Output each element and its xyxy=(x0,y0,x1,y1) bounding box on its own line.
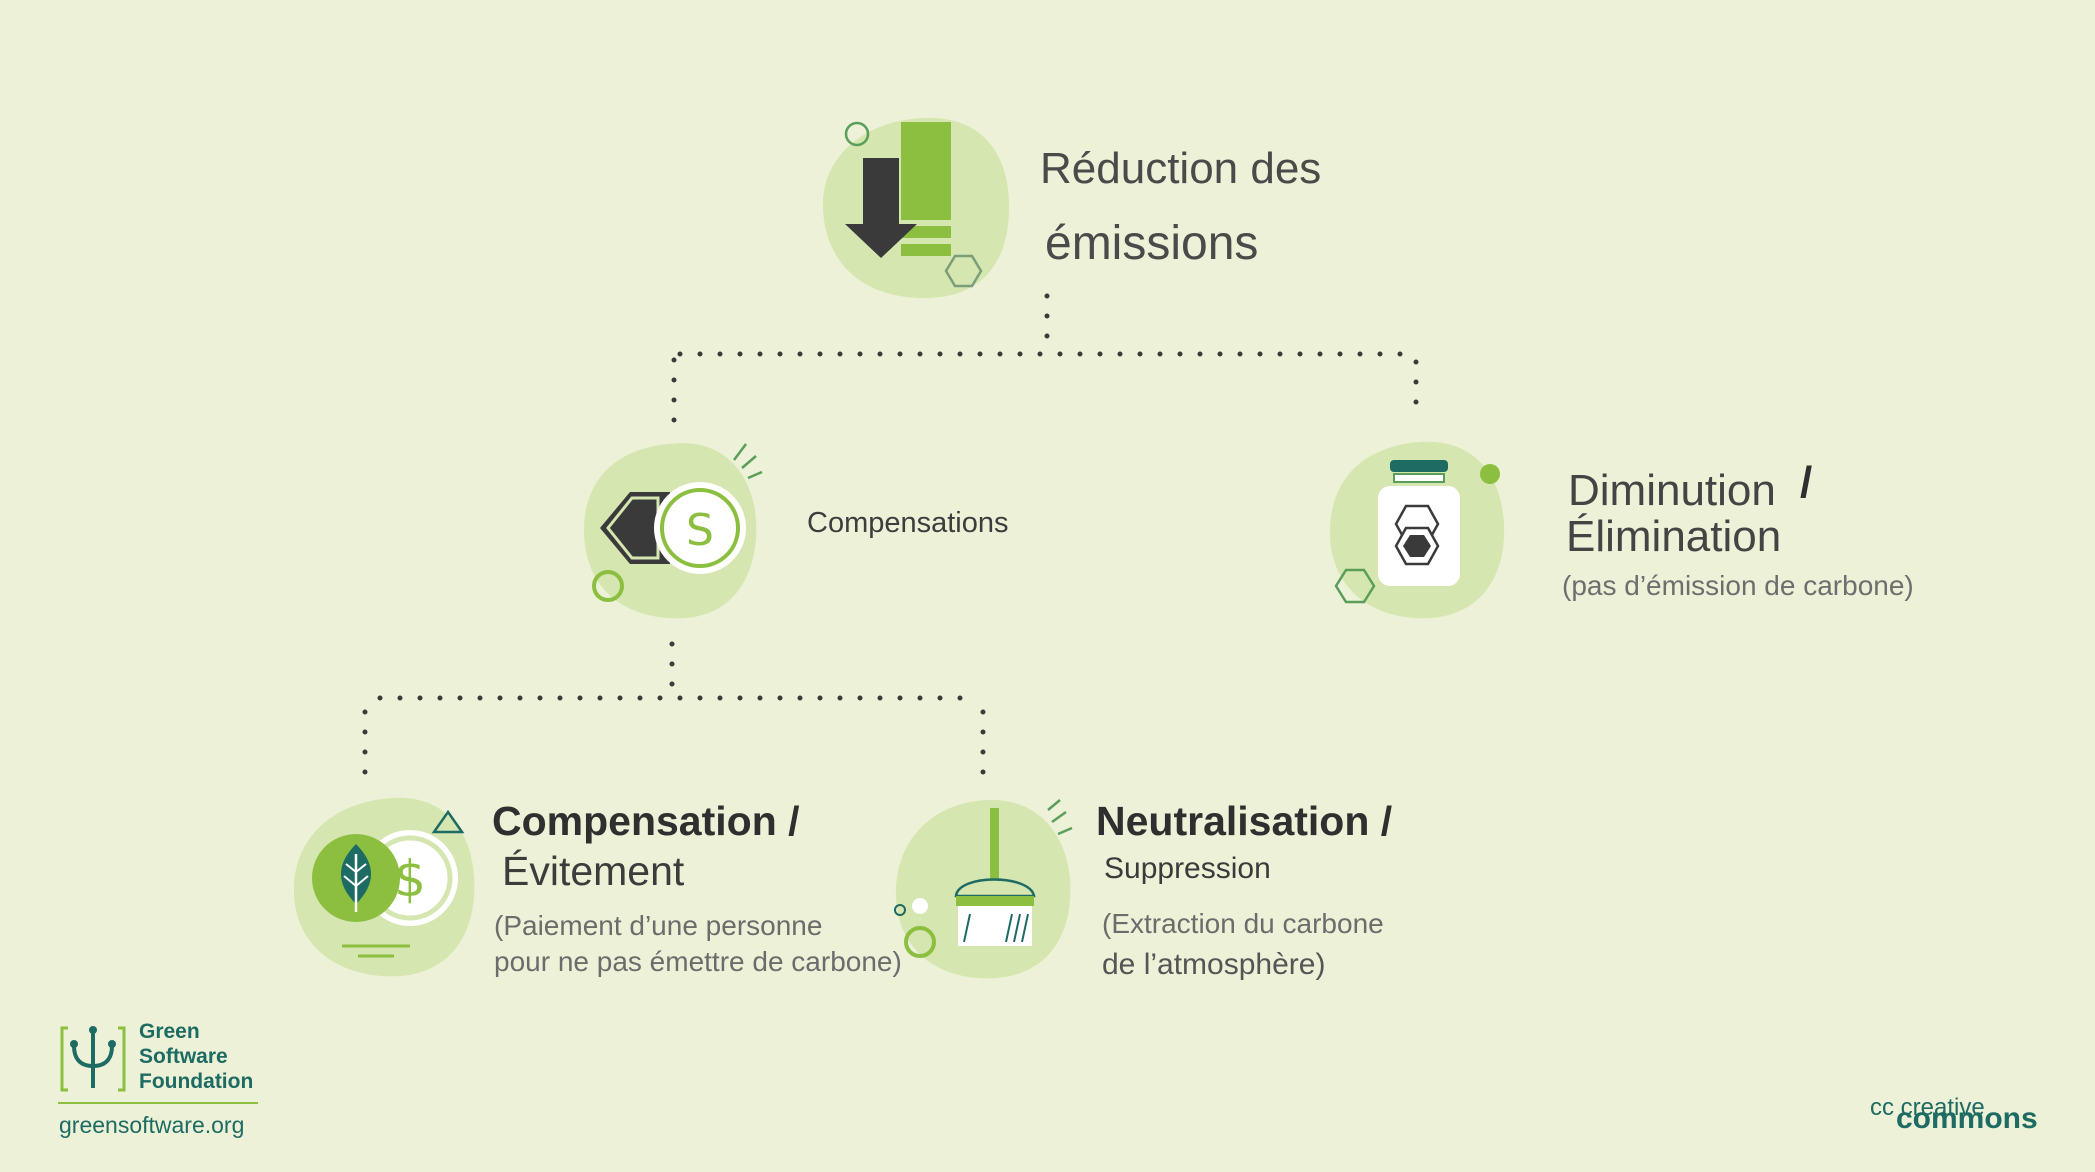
neutralisation-description-line2: de l’atmosphère) xyxy=(1102,948,1326,981)
diminution-description: (pas d’émission de carbone) xyxy=(1562,570,1914,601)
compensation-title: Compensation / xyxy=(492,798,800,844)
emission-reduction-title-line2: émissions xyxy=(1045,217,1259,270)
logo-text-line1: Green xyxy=(139,1020,200,1043)
compensation-description-line1: (Paiement d’une personne xyxy=(494,910,823,941)
compensations-icon: S xyxy=(584,443,763,619)
logo-divider xyxy=(58,1102,258,1104)
neutralisation-description-line1: (Extraction du carbone xyxy=(1102,908,1384,939)
emission-reduction-title-line1: Réduction des xyxy=(1040,144,1322,193)
emission-reduction-icon xyxy=(822,117,1010,299)
neutralisation-subtitle: Suppression xyxy=(1104,852,1271,885)
creative-commons-logo: commons xyxy=(1896,1102,2038,1135)
compensations-label: Compensations xyxy=(807,507,1009,539)
carbon-jar-icon xyxy=(1329,441,1505,619)
neutralisation-title: Neutralisation / xyxy=(1096,798,1393,844)
creative-commons-small: cc creative xyxy=(1870,1094,1985,1121)
diminution-slash: / xyxy=(1800,458,1813,507)
green-software-foundation-logo-icon xyxy=(60,1026,126,1092)
website-link[interactable]: greensoftware.org xyxy=(59,1112,245,1138)
logo-text-line2: Software xyxy=(139,1045,228,1068)
diminution-title-line1: Diminution xyxy=(1568,466,1776,515)
svg-text:S: S xyxy=(686,505,714,556)
compensation-description-line2: pour ne pas émettre de carbone) xyxy=(494,946,902,977)
broom-icon xyxy=(894,799,1073,979)
diminution-title-line2: Élimination xyxy=(1566,512,1782,561)
leaf-coin-icon: $ xyxy=(293,797,475,977)
compensation-subtitle: Évitement xyxy=(502,848,685,894)
logo-text-line3: Foundation xyxy=(139,1070,254,1093)
